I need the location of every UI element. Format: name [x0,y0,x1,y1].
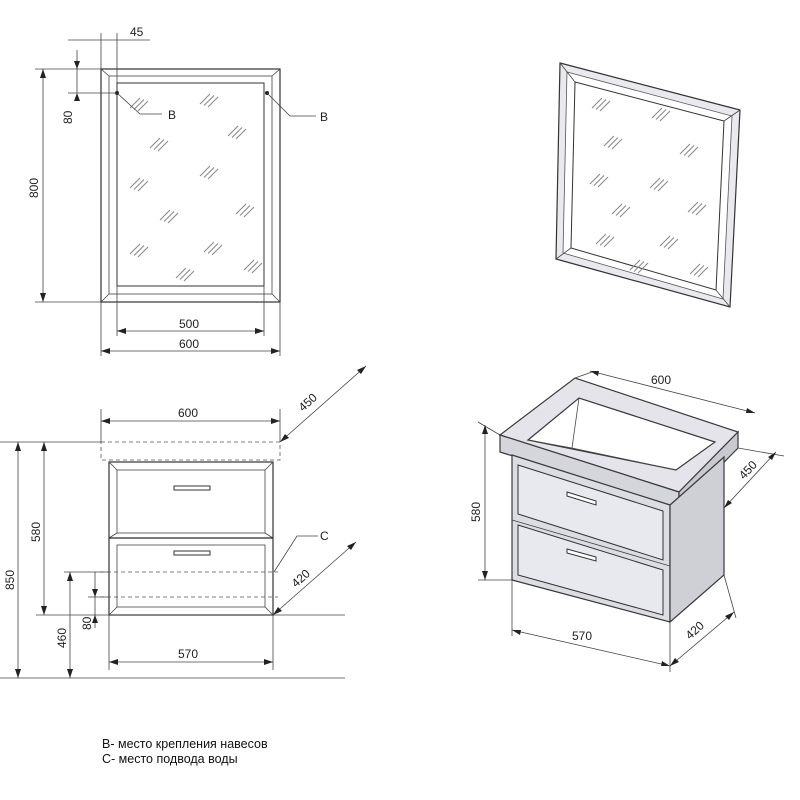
legend-line-c: С- место подвода воды [102,752,238,766]
sink-top-outline [100,441,281,461]
cabinet-3d-dim-height-580: 580 [469,502,483,522]
drawer-3d-top [517,464,664,561]
hole-label-right: B [320,110,328,124]
cabinet-dim-body-580: 580 [29,522,43,542]
hole-label-left: B [168,108,176,122]
drawer-top [116,469,266,534]
cabinet-3d-dim-top-600: 600 [651,373,671,387]
legend: B- место крепления навесов С- место подв… [102,737,268,767]
mirror-3d-view [555,62,741,308]
drawer-3d-top-handle [566,491,597,506]
cabinet-dim-pipe-80: 80 [80,616,94,630]
drawer-3d-bottom-handle [566,548,597,562]
cabinet-3d-dim-bottom-570: 570 [572,629,592,643]
cabinet-dim-depth-420: 420 [289,566,313,590]
dim-top-45: 45 [130,25,144,39]
cabinet-dim-floor-460: 460 [55,628,69,648]
glass-reflection-hatch-3d [589,97,709,278]
cabinet-dim-depth-450: 450 [296,390,320,414]
cabinet-front-view: C 600 450 850 580 460 [0,365,367,679]
drawer-top-handle [173,485,211,491]
cabinet-3d-dim-depth-420: 420 [683,618,707,642]
legend-line-b: B- место крепления навесов [102,737,268,751]
mirror-glass [116,82,265,287]
cabinet-3d-view: 600 450 580 570 420 [469,370,785,672]
drawer-bottom-handle [173,550,211,556]
mirror-front-view: B B 45 800 80 500 600 [27,25,328,356]
dim-outer-width-600: 600 [179,337,199,351]
cabinet-dim-bottom-570: 570 [178,647,198,661]
drawer-bottom [116,544,266,608]
water-label-c: C [320,529,329,543]
drawer-3d-bottom [517,524,664,616]
dim-offset-80: 80 [61,110,75,124]
cabinet-dim-height-850: 850 [3,570,17,590]
mirror-frame-inner-edge [108,75,273,295]
glass-reflection-hatch [129,93,263,282]
cabinet-dim-top-width-600: 600 [178,406,198,420]
dim-height-800: 800 [27,178,41,198]
dim-inner-width-500: 500 [179,317,199,331]
cabinet-3d-dim-depth-450: 450 [736,458,760,482]
sink-basin-3d [526,397,717,471]
